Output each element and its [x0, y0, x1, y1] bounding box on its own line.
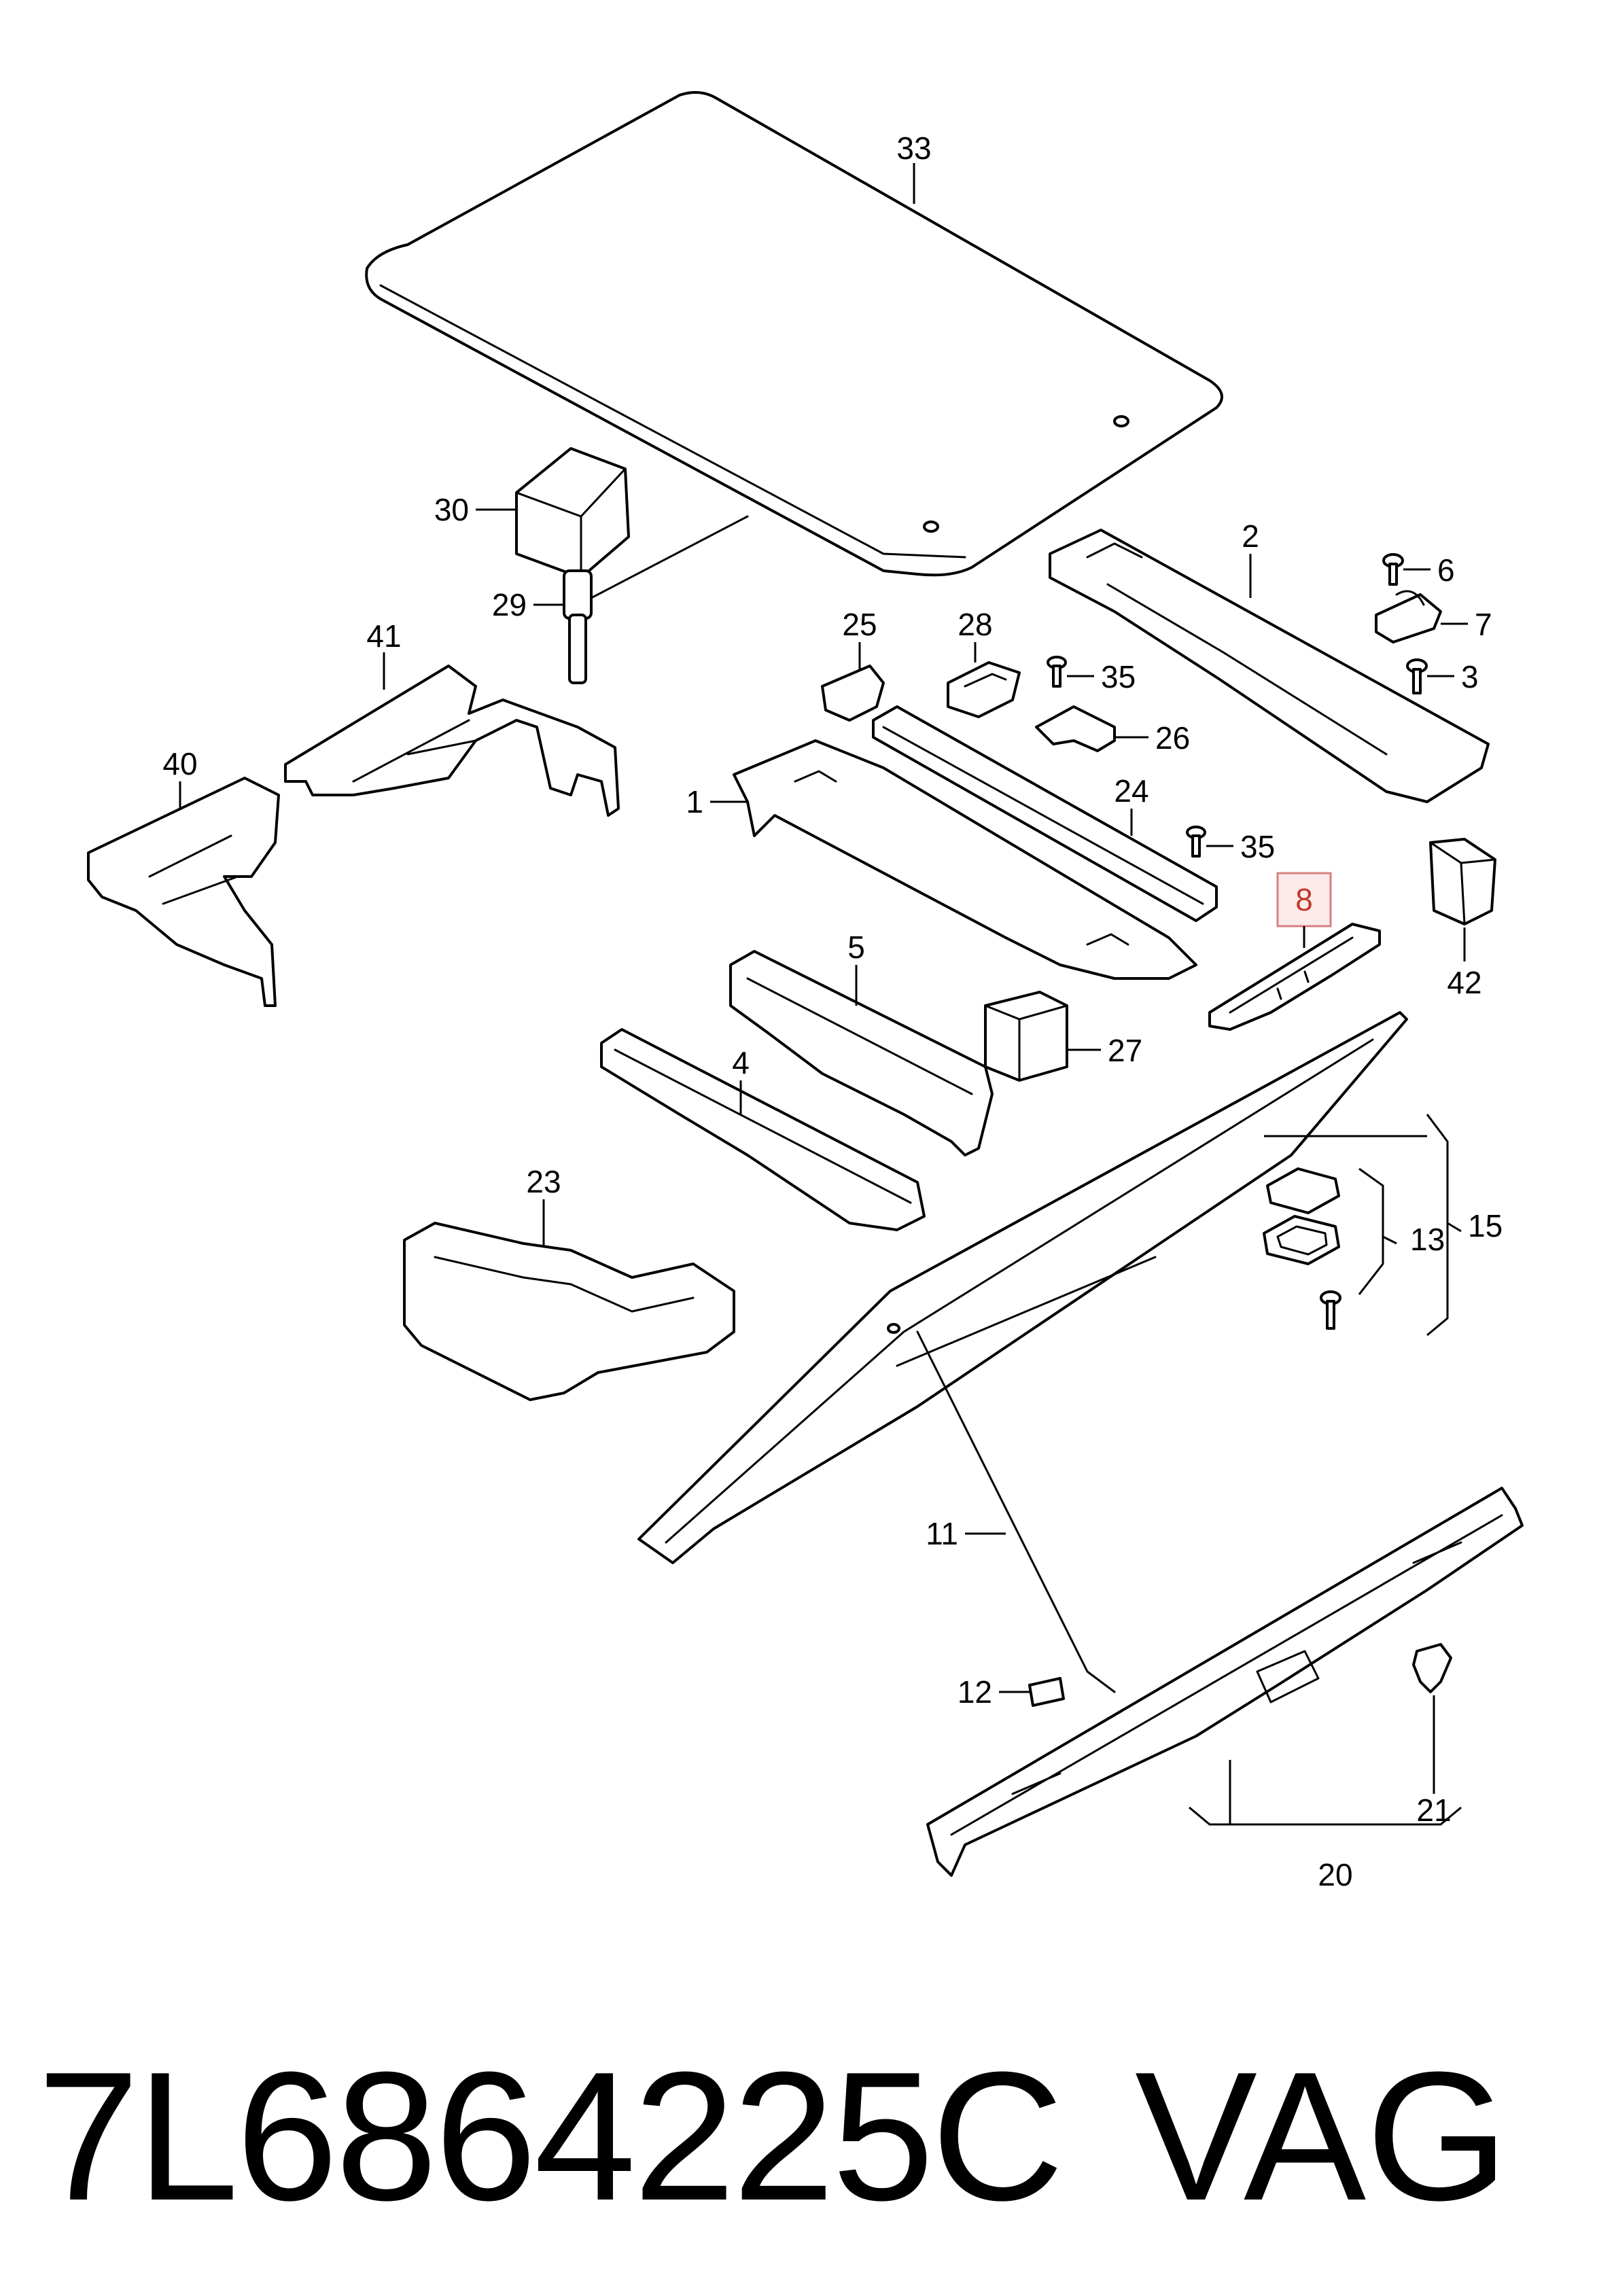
callout-3: 3 — [1461, 659, 1479, 694]
callout-40: 40 — [162, 746, 197, 781]
callout-5: 5 — [847, 930, 865, 965]
part-33-floor-panel — [365, 91, 1223, 577]
part-6-screw — [1382, 553, 1404, 586]
part-13-seal-set — [1263, 1167, 1341, 1330]
part-28-cover — [947, 661, 1021, 718]
part-loading-floor — [637, 1011, 1408, 1564]
callout-33: 33 — [896, 130, 931, 166]
part-35-screw-lower — [1186, 826, 1206, 858]
part-42-bracket — [1429, 838, 1496, 925]
callout-15: 15 — [1468, 1208, 1503, 1243]
callout-27: 27 — [1108, 1033, 1142, 1068]
callout-1: 1 — [686, 784, 703, 819]
callout-30: 30 — [434, 492, 469, 527]
callout-8: 8 — [1295, 882, 1313, 917]
part-number: 7L6864225C — [37, 2034, 1064, 2239]
callout-11: 11 — [926, 1516, 958, 1551]
callout-12: 12 — [958, 1674, 992, 1710]
part-24-strip — [872, 705, 1218, 922]
callout-8-highlight-box — [1276, 872, 1332, 928]
part-8-trim-piece — [1208, 923, 1381, 1031]
callout-29: 29 — [492, 587, 527, 622]
brand-label: VAG — [1135, 2034, 1509, 2239]
part-21-clip — [1412, 1643, 1452, 1693]
part-12-buffer — [1028, 1677, 1065, 1707]
callout-24: 24 — [1114, 773, 1148, 809]
callout-20: 20 — [1318, 1857, 1352, 1892]
callout-35-upper: 35 — [1101, 659, 1136, 694]
part-27-block — [984, 991, 1068, 1082]
callout-41: 41 — [366, 618, 401, 654]
exploded-parts-diagram: 33 30 29 41 40 2 6 7 — [87, 91, 1524, 1892]
callout-6: 6 — [1437, 552, 1455, 588]
part-26-bracket — [1035, 705, 1116, 752]
callout-2: 2 — [1242, 518, 1259, 554]
part-40-bracket — [87, 777, 280, 1007]
part-7-lashing-eye — [1375, 590, 1442, 643]
callout-42: 42 — [1447, 965, 1481, 1000]
callout-21: 21 — [1416, 1792, 1451, 1828]
part-41-frame — [284, 665, 620, 817]
callout-13: 13 — [1410, 1222, 1445, 1257]
part-4-foam-strip — [600, 1028, 926, 1231]
callout-26: 26 — [1155, 720, 1190, 756]
callout-28: 28 — [958, 607, 992, 642]
callout-25: 25 — [842, 607, 877, 642]
callout-4: 4 — [732, 1045, 750, 1080]
part-25-clip — [821, 665, 885, 722]
part-1-trim-panel — [733, 739, 1197, 980]
callout-35-lower: 35 — [1240, 829, 1275, 864]
part-3-bolt — [1406, 658, 1428, 694]
part-35-screw-upper — [1047, 656, 1067, 688]
part-2-rear-rail — [1049, 529, 1490, 803]
part-5-foam-insert — [729, 950, 994, 1156]
part-30-box — [515, 447, 630, 579]
part-23-foam-tray — [403, 1222, 735, 1401]
part-20-loading-sill — [926, 1487, 1524, 1877]
callout-7: 7 — [1475, 607, 1492, 642]
caption: 7L6864225C VAG — [37, 2035, 1560, 2239]
part-29-pin — [563, 515, 749, 684]
part-11-support-rod — [916, 1330, 1116, 1693]
callout-23: 23 — [526, 1164, 561, 1199]
